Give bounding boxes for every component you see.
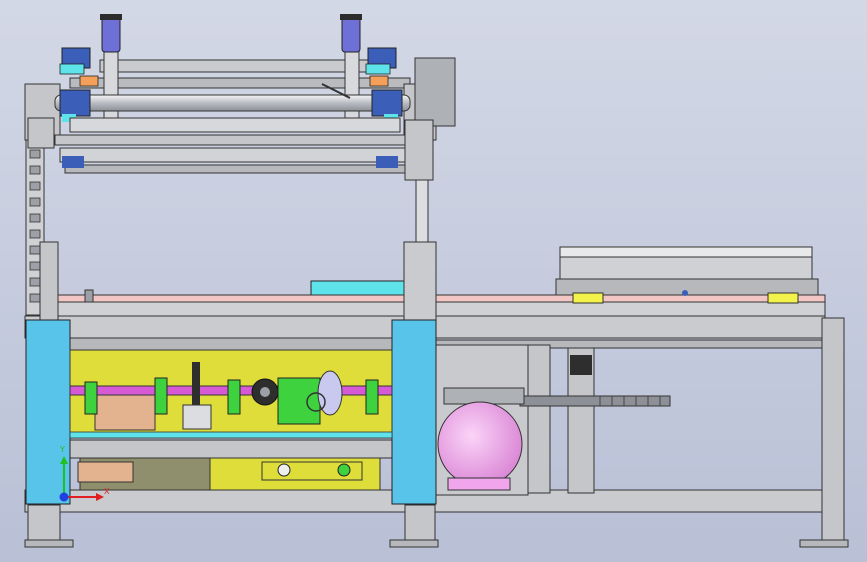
- left-cylinder-cap: [100, 14, 122, 20]
- press-pin-center: [682, 290, 688, 296]
- lower-white-indicator: [277, 463, 291, 477]
- bed-top-rail: [54, 301, 826, 317]
- left-upright: [39, 241, 59, 323]
- carriage-blue-right: [376, 156, 398, 168]
- press-plate-body: [559, 256, 813, 280]
- press-pad-right: [767, 292, 799, 304]
- carriage-bracket-left: [27, 117, 55, 149]
- lower-bar: [261, 461, 363, 481]
- leg-left-foot: [24, 539, 74, 548]
- pulley-ring: [306, 392, 326, 412]
- shaft-bearing-1: [84, 381, 98, 415]
- right-upright-a: [527, 344, 551, 494]
- drive-train[interactable]: [69, 349, 393, 491]
- left-cyan-fitting: [59, 63, 85, 75]
- roller-end-block-right: [371, 89, 403, 117]
- right-upright-b-block: [570, 355, 592, 375]
- left-cylinder-post: [103, 49, 119, 126]
- triad-y-arrow: [60, 456, 68, 464]
- left-orange-bearing: [79, 75, 99, 87]
- vertical-coupling: [192, 362, 200, 412]
- carriage-blue-left: [62, 156, 84, 168]
- roller-scraper: [321, 83, 351, 99]
- leg-middle-foot: [389, 539, 439, 548]
- right-pneumatic-cylinder[interactable]: [341, 15, 361, 53]
- main-frame[interactable]: [24, 241, 849, 548]
- triad-x-label: X: [104, 487, 110, 496]
- motor-base: [447, 477, 511, 491]
- left-blue-guard: [25, 319, 71, 505]
- right-guide-rod: [415, 169, 429, 246]
- bed-end-stop-left: [84, 289, 94, 303]
- press-plate-top: [559, 246, 813, 258]
- pink-belt-plate: [57, 294, 826, 303]
- roller-end-block-left: [59, 89, 91, 117]
- wood-block-bottom: [77, 461, 134, 483]
- yellow-housing-lower: [209, 457, 381, 491]
- coordinate-triad: Y X: [59, 445, 110, 502]
- top-cross-beam: [99, 59, 371, 73]
- triad-z-origin: [59, 492, 69, 502]
- right-cylinder-post: [344, 49, 360, 126]
- cyan-base-strip: [69, 431, 393, 439]
- triad-y-label: Y: [59, 445, 65, 454]
- center-column: [403, 241, 437, 323]
- leg-right: [821, 317, 845, 544]
- right-cylinder-cap: [340, 14, 362, 20]
- leg-left: [27, 504, 61, 546]
- roller-cyan-left: [62, 114, 76, 122]
- cyan-sensor-box: [310, 280, 407, 297]
- leg-right-foot: [799, 539, 849, 548]
- carriage-frame-bottom: [59, 147, 431, 163]
- carriage-frame-mid: [54, 134, 421, 146]
- motor-assembly[interactable]: [437, 387, 671, 491]
- right-orange-bearing: [369, 75, 389, 87]
- main-roller[interactable]: [54, 94, 411, 112]
- lower-green-indicator: [337, 463, 351, 477]
- wood-block-left: [94, 394, 156, 431]
- green-gearbox: [277, 377, 321, 425]
- frame-top-inner-beam: [64, 337, 406, 351]
- carriage-frame-upper: [69, 117, 401, 133]
- press-pad-left: [572, 292, 604, 304]
- coupling-housing: [182, 404, 212, 430]
- frame-mid-beam: [64, 439, 406, 459]
- shaft-bearing-4: [365, 379, 379, 415]
- leg-middle: [404, 504, 436, 546]
- shaft-bearing-3: [227, 379, 241, 415]
- gantry-right-motor-box: [414, 57, 456, 127]
- upper-gantry[interactable]: [24, 14, 456, 316]
- lead-screw-threads: [599, 396, 661, 406]
- drive-gear-hub: [260, 387, 270, 397]
- chain-links: [29, 149, 41, 303]
- drive-motor[interactable]: [437, 401, 523, 487]
- top-cross-beam-lower: [69, 77, 411, 89]
- right-cyan-fitting: [365, 63, 391, 75]
- conveyor-bed[interactable]: [54, 246, 826, 317]
- triad-x-arrow: [96, 493, 104, 501]
- shaft-bearing-2: [154, 377, 168, 415]
- carriage-bottom-rail: [64, 164, 426, 174]
- left-pneumatic-cylinder[interactable]: [101, 15, 121, 53]
- middle-blue-guard: [391, 319, 437, 505]
- carriage-bracket-right: [404, 119, 434, 181]
- motor-mount: [443, 387, 525, 405]
